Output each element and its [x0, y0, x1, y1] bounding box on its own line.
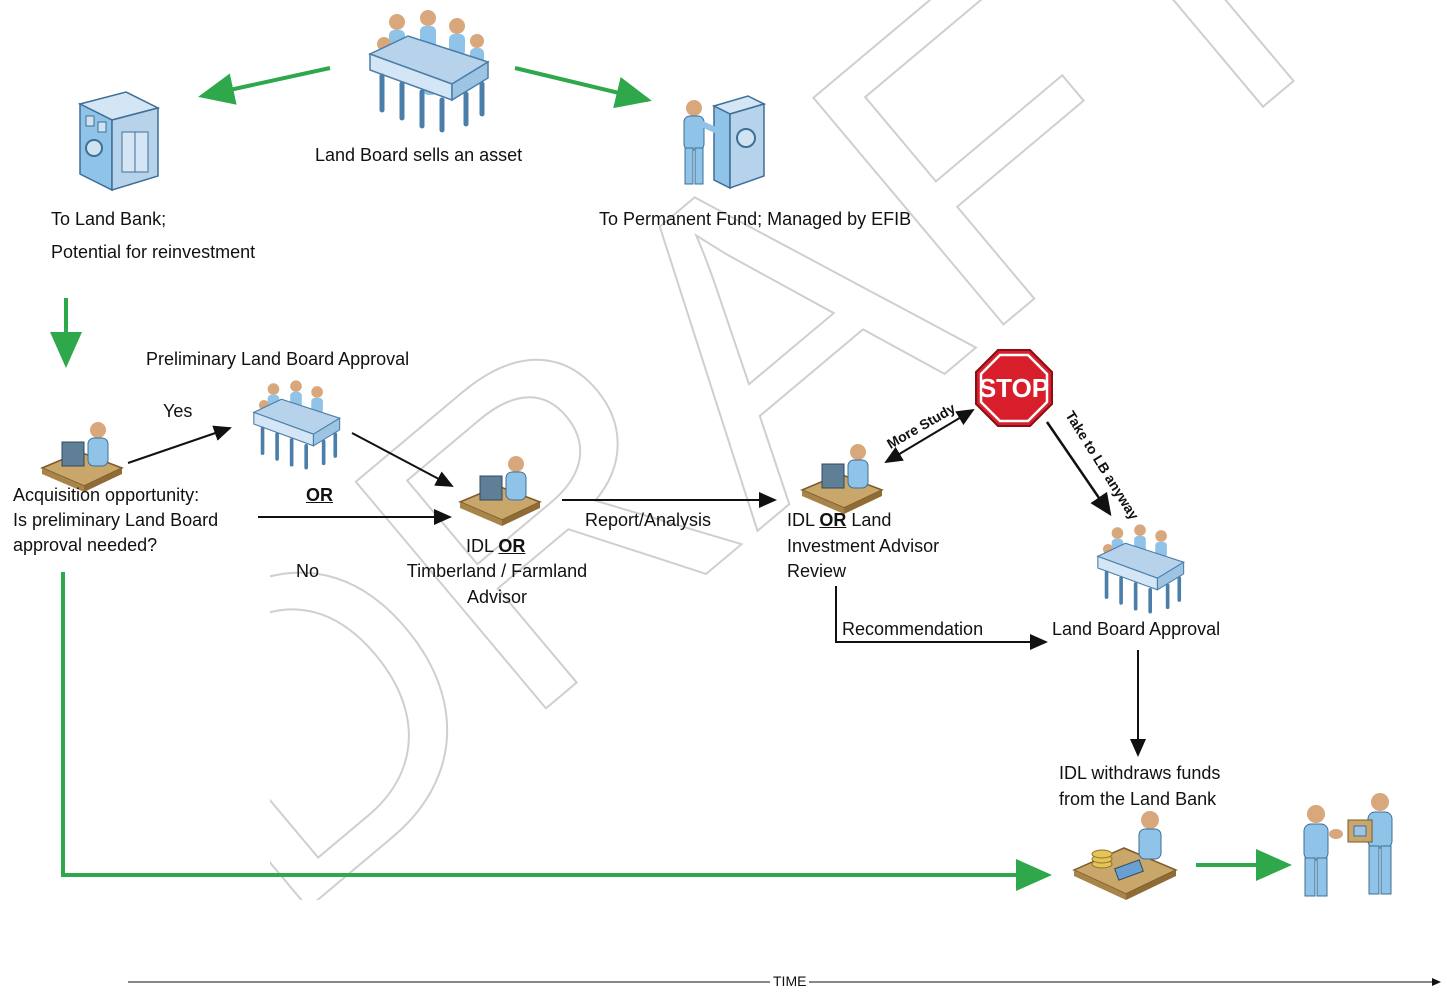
yes-label: Yes — [163, 401, 193, 421]
arrow-to-land-bank — [198, 66, 331, 105]
person-handing-money-icon — [1303, 793, 1393, 897]
stop-sign-text: STOP — [979, 373, 1049, 403]
withdraw-line2: from the Land Bank — [1059, 789, 1217, 809]
no-label: No — [296, 561, 320, 581]
to-land-bank-label: To Land Bank; — [51, 209, 167, 229]
review-line2: Investment Advisor — [787, 536, 940, 556]
board-meeting-icon-approval — [1096, 524, 1185, 614]
to-permanent-fund-label: To Permanent Fund; Managed by EFIB — [599, 209, 912, 229]
arrow-yes — [127, 425, 232, 464]
or-label-branch: OR — [306, 485, 333, 505]
board-meeting-icon-preliminary — [252, 380, 341, 470]
idl-advisor-line2: Timberland / Farmland — [406, 561, 588, 581]
arrow-direct-funding — [61, 572, 1052, 891]
report-analysis-label: Report/Analysis — [585, 510, 712, 530]
person-at-desk-icon-acquisition — [40, 422, 124, 492]
person-at-desk-money-icon — [1072, 811, 1178, 900]
time-axis-label: TIME — [770, 973, 810, 989]
recommendation-label: Recommendation — [842, 619, 984, 639]
land-text: Land — [846, 510, 892, 530]
idl-advisor-line1: IDL OR — [466, 533, 525, 559]
idl-advisor-line3: Advisor — [466, 587, 528, 607]
arrow-to-permanent-fund — [514, 66, 652, 109]
withdraw-line1: IDL withdraws funds — [1059, 763, 1221, 783]
acquisition-line1: Acquisition opportunity: — [13, 485, 200, 505]
arrow-prelim-to-idl — [351, 432, 454, 487]
bank-vault-icon — [78, 91, 160, 192]
person-at-desk-icon-review — [800, 444, 884, 514]
arrow-recommendation — [835, 586, 1048, 650]
board-meeting-icon — [368, 10, 490, 133]
preliminary-approval-label: Preliminary Land Board Approval — [146, 349, 410, 369]
idl-text: IDL — [466, 536, 499, 556]
arrow-more-study — [884, 408, 975, 464]
arrow-take-to-lb — [1045, 421, 1112, 517]
acquisition-line2: Is preliminary Land Board — [13, 510, 219, 530]
review-line1: IDL OR Land — [787, 507, 891, 533]
person-at-safe-icon — [683, 95, 766, 190]
land-board-sells-label: Land Board sells an asset — [315, 145, 523, 165]
reinvestment-label: Potential for reinvestment — [51, 242, 256, 262]
or-text-2: OR — [819, 510, 847, 530]
stop-sign-icon: STOP — [975, 349, 1053, 427]
or-text: OR — [498, 536, 526, 556]
acquisition-line3: approval needed? — [13, 535, 158, 555]
review-line3: Review — [787, 561, 847, 581]
person-at-desk-icon-advisor — [458, 456, 542, 526]
idl-text-2: IDL — [787, 510, 820, 530]
land-board-approval-label: Land Board Approval — [1052, 619, 1221, 639]
